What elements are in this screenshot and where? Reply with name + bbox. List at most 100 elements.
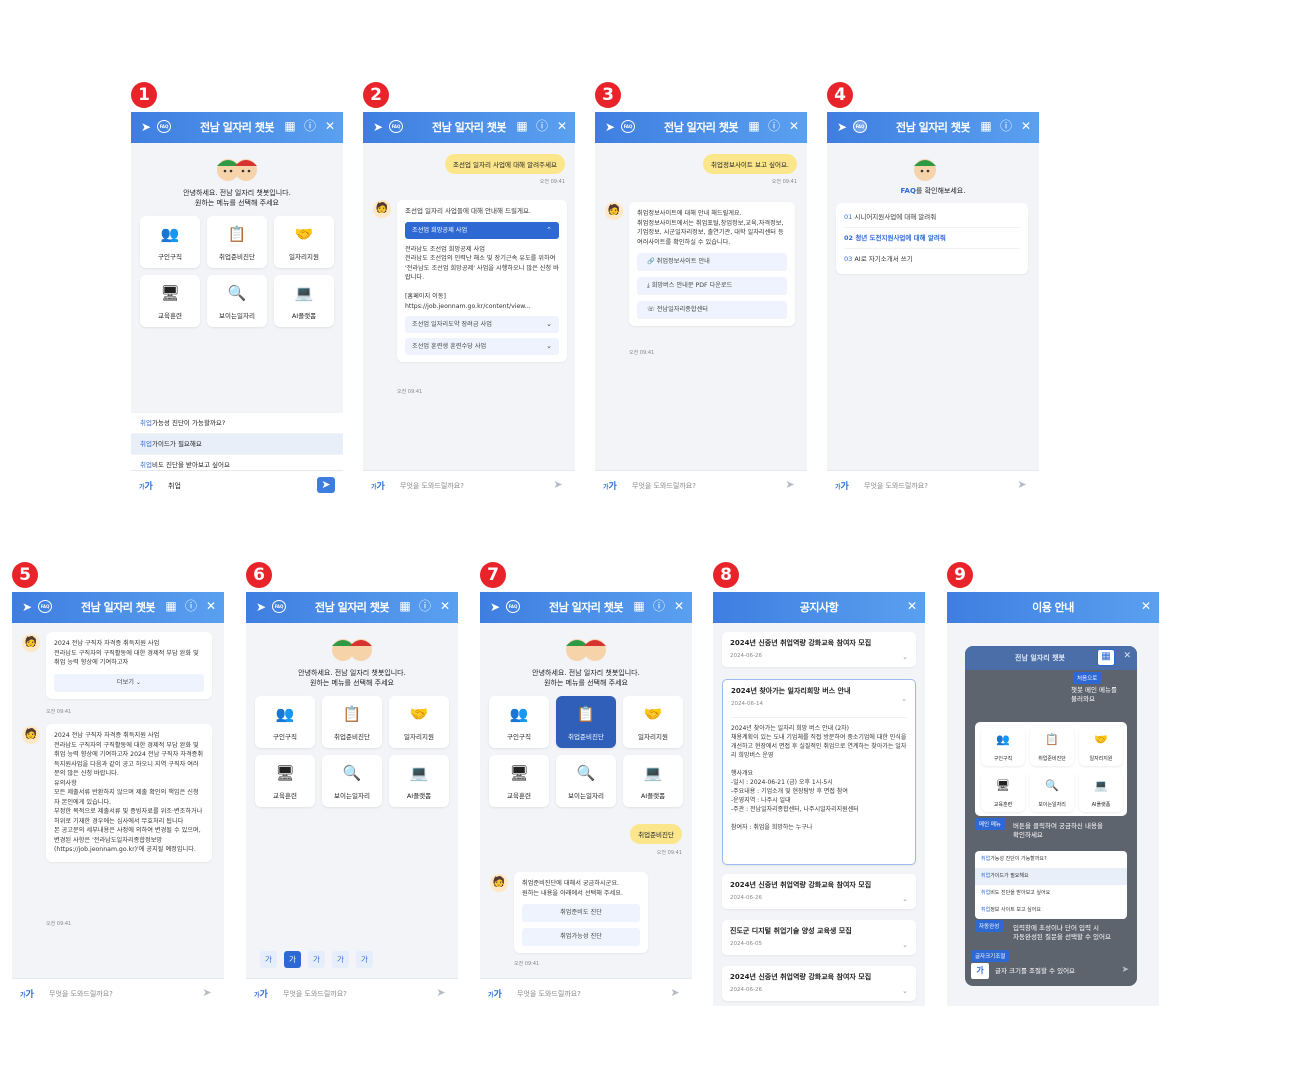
faq-item[interactable]: 02 청년 도전지원사업에 대해 알려줘 [844,228,1020,249]
send-icon[interactable]: ➤ [553,478,563,491]
accordion-shipbuilding-leap[interactable]: 조선업 일자리도약 장려금 사업⌄ [405,316,559,333]
menu-tile-education[interactable]: 🖥교육훈련 [489,755,549,807]
accordion-shipbuilding-trainee[interactable]: 조선업 훈련생 훈련수당 사업⌄ [405,338,559,355]
grid-menu-icon[interactable]: ▦ [633,599,645,613]
font-size-button[interactable]: 가가 [20,990,34,1000]
menu-tile-job-diagnosis[interactable]: 📋취업준비진단 [322,696,382,748]
menu-tile-job-support[interactable]: 🤝일자리지원 [274,216,334,268]
menu-tile-education[interactable]: 🖥교육훈련 [255,755,315,807]
font-size-button[interactable]: 가가 [254,990,268,1000]
help-icon[interactable]: ⓘ [999,119,1012,133]
help-icon[interactable]: ⓘ [184,599,197,613]
more-button[interactable]: 더보기 ⌄ [54,673,204,692]
mini-grid-icon[interactable]: ▦ [1097,649,1115,666]
grid-menu-icon[interactable]: ▦ [748,119,760,133]
menu-tile-job-diagnosis[interactable]: 📋취업준비진단 [207,216,267,268]
possibility-diagnosis-button[interactable]: 취업가능성 진단 [522,928,640,946]
cursor-icon[interactable]: ➤ [21,600,33,614]
close-icon[interactable]: ✕ [439,599,451,613]
chat-input[interactable]: 무엇을 도와드릴까요? [632,482,696,490]
close-icon[interactable]: ✕ [1140,599,1152,613]
grid-menu-icon[interactable]: ▦ [516,119,528,133]
suggestion-item[interactable]: 취업가이드가 필요해요 [131,433,343,454]
font-size-option-3[interactable]: 가 [308,951,325,968]
font-size-button[interactable]: 가가 [139,482,153,492]
send-icon[interactable]: ➤ [1017,478,1027,491]
help-icon[interactable]: ⓘ [535,119,548,133]
font-size-button[interactable]: 가가 [371,482,385,492]
send-icon[interactable]: ➤ [317,477,335,493]
chat-input[interactable]: 취업 [168,482,181,490]
font-size-button[interactable]: 가가 [835,482,849,492]
close-icon[interactable]: ✕ [673,599,685,613]
cursor-icon[interactable]: ➤ [140,120,152,134]
job-site-guide-button[interactable]: 🔗 취업정보사이트 안내 [637,253,787,271]
close-icon[interactable]: ✕ [1020,119,1032,133]
font-size-button[interactable]: 가가 [603,482,617,492]
chat-input[interactable]: 무엇을 도와드릴까요? [283,990,347,998]
faq-item[interactable]: 01 시니어지원사업에 대해 알려줘 [844,207,1020,228]
readiness-diagnosis-button[interactable]: 취업준비도 진단 [522,904,640,922]
cursor-icon[interactable]: ➤ [836,120,848,134]
menu-tile-visible-jobs[interactable]: 🔍보이는일자리 [322,755,382,807]
chat-input[interactable]: 무엇을 도와드릴까요? [864,482,928,490]
chat-input[interactable]: 무엇을 도와드릴까요? [517,990,581,998]
faq-icon[interactable]: FAQ [157,120,171,133]
cursor-icon[interactable]: ➤ [604,120,616,134]
close-icon[interactable]: ✕ [324,119,336,133]
menu-tile-visible-jobs[interactable]: 🔍보이는일자리 [556,755,616,807]
menu-tile-education[interactable]: 🖥교육훈련 [140,275,200,327]
menu-tile-job-support[interactable]: 🤝일자리지원 [389,696,449,748]
close-icon[interactable]: ✕ [906,599,918,613]
menu-tile-job-search[interactable]: 👥구인구직 [489,696,549,748]
help-icon[interactable]: ⓘ [767,119,780,133]
grid-menu-icon[interactable]: ▦ [165,599,177,613]
suggestion-item[interactable]: 취업비도 진단을 받아보고 싶어요 [131,454,343,475]
help-icon[interactable]: ⓘ [418,599,431,613]
cursor-icon[interactable]: ➤ [489,600,501,614]
send-icon[interactable]: ➤ [202,986,212,999]
chat-input[interactable]: 무엇을 도와드릴까요? [49,990,113,998]
grid-menu-icon[interactable]: ▦ [284,119,296,133]
font-size-option-2[interactable]: 가 [284,951,301,968]
font-size-option-1[interactable]: 가 [260,951,277,968]
close-icon[interactable]: ✕ [556,119,568,133]
menu-tile-ai-platform[interactable]: 💻AI플랫폼 [623,755,683,807]
notice-item-open[interactable]: 2024년 찾아가는 일자리희망 버스 안내 2024-06-14 ⌃ 2024… [722,679,916,865]
menu-tile-ai-platform[interactable]: 💻AI플랫폼 [389,755,449,807]
close-icon[interactable]: ✕ [205,599,217,613]
menu-tile-ai-platform[interactable]: 💻AI플랫폼 [274,275,334,327]
grid-menu-icon[interactable]: ▦ [980,119,992,133]
menu-tile-job-support[interactable]: 🤝일자리지원 [623,696,683,748]
suggestion-item[interactable]: 취업가능성 진단이 가능할까요? [131,412,343,433]
grid-menu-icon[interactable]: ▦ [399,599,411,613]
send-icon[interactable]: ➤ [436,986,446,999]
faq-icon[interactable]: FAQ [389,120,403,133]
font-size-option-4[interactable]: 가 [332,951,349,968]
menu-tile-job-search[interactable]: 👥구인구직 [140,216,200,268]
faq-icon[interactable]: FAQ [506,600,520,613]
faq-icon[interactable]: FAQ [853,120,867,133]
jobcenter-call-button[interactable]: ☏ 전남일자리종합센터 [637,301,787,319]
accordion-shipbuilding-hope[interactable]: 조선업 희망공제 사업⌃ [405,221,559,239]
faq-icon[interactable]: FAQ [272,600,286,613]
chat-input[interactable]: 무엇을 도와드릴까요? [400,482,464,490]
help-icon[interactable]: ⓘ [303,119,316,133]
close-icon[interactable]: ✕ [788,119,800,133]
faq-item[interactable]: 03 AI로 자기소개서 쓰기 [844,255,913,263]
help-icon[interactable]: ⓘ [652,599,665,613]
cursor-icon[interactable]: ➤ [372,120,384,134]
font-size-button[interactable]: 가가 [488,990,502,1000]
cursor-icon[interactable]: ➤ [255,600,267,614]
hope-bus-pdf-button[interactable]: ⤓ 희망버스 안내문 PDF 다운로드 [637,277,787,295]
menu-tile-job-diagnosis[interactable]: 📋취업준비진단 [556,696,616,748]
send-icon[interactable]: ➤ [785,478,795,491]
faq-icon[interactable]: FAQ [38,600,52,613]
menu-tile-visible-jobs[interactable]: 🔍보이는일자리 [207,275,267,327]
font-size-option-5[interactable]: 가 [356,951,373,968]
menu-tile-job-search[interactable]: 👥구인구직 [255,696,315,748]
